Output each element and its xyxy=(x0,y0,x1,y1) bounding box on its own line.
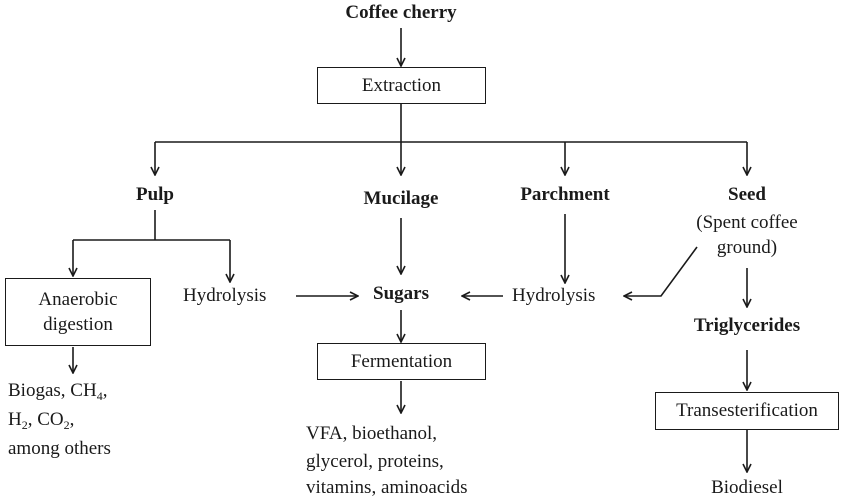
node-anaerobic-line1: Anaerobic xyxy=(38,288,118,310)
node-transesterification-label: Transesterification xyxy=(676,400,818,421)
node-seed: Seed xyxy=(728,184,766,205)
biogas-text-b: , xyxy=(102,380,108,401)
node-products-line3: vitamins, aminoacids xyxy=(306,477,468,498)
node-parchment: Parchment xyxy=(520,184,610,205)
node-seed-note-line1: (Spent coffee xyxy=(696,212,798,233)
node-hydrolysis-right: Hydrolysis xyxy=(512,285,596,306)
node-anaerobic-digestion: Anaerobic digestion xyxy=(5,278,151,346)
node-extraction: Extraction xyxy=(317,67,486,104)
node-triglycerides: Triglycerides xyxy=(693,315,801,336)
node-anaerobic-line2: digestion xyxy=(43,313,113,335)
node-sugars: Sugars xyxy=(373,283,429,304)
biogas-text-comma: , xyxy=(69,409,75,430)
node-coffee-cherry: Coffee cherry xyxy=(345,2,457,23)
node-products-line1: VFA, bioethanol, xyxy=(306,423,438,444)
node-fermentation: Fermentation xyxy=(317,343,486,380)
biogas-text-h: H xyxy=(8,409,22,430)
node-products-line2: glycerol, proteins, xyxy=(306,451,444,472)
biogas-sub-ch4: 4 xyxy=(96,389,103,403)
node-biogas-line3: among others xyxy=(8,438,111,459)
biogas-text-a: Biogas, CH xyxy=(8,380,97,401)
node-hydrolysis-left: Hydrolysis xyxy=(183,285,267,306)
biogas-sub-h2: 2 xyxy=(21,418,28,432)
node-biogas-line2: H2, CO2, xyxy=(8,409,74,431)
node-biogas-line1: Biogas, CH4, xyxy=(8,380,107,402)
node-fermentation-label: Fermentation xyxy=(350,350,453,372)
node-seed-note-line2: ground) xyxy=(716,237,778,258)
node-extraction-label: Extraction xyxy=(361,74,442,96)
node-pulp: Pulp xyxy=(135,184,175,205)
biogas-text-co: , CO xyxy=(27,409,64,430)
arrow-seed-hydrolysis xyxy=(624,246,698,296)
node-biodiesel: Biodiesel xyxy=(711,477,783,498)
node-mucilage: Mucilage xyxy=(363,188,439,209)
node-transesterification: Transesterification xyxy=(655,392,839,430)
biogas-sub-co2: 2 xyxy=(63,418,70,432)
